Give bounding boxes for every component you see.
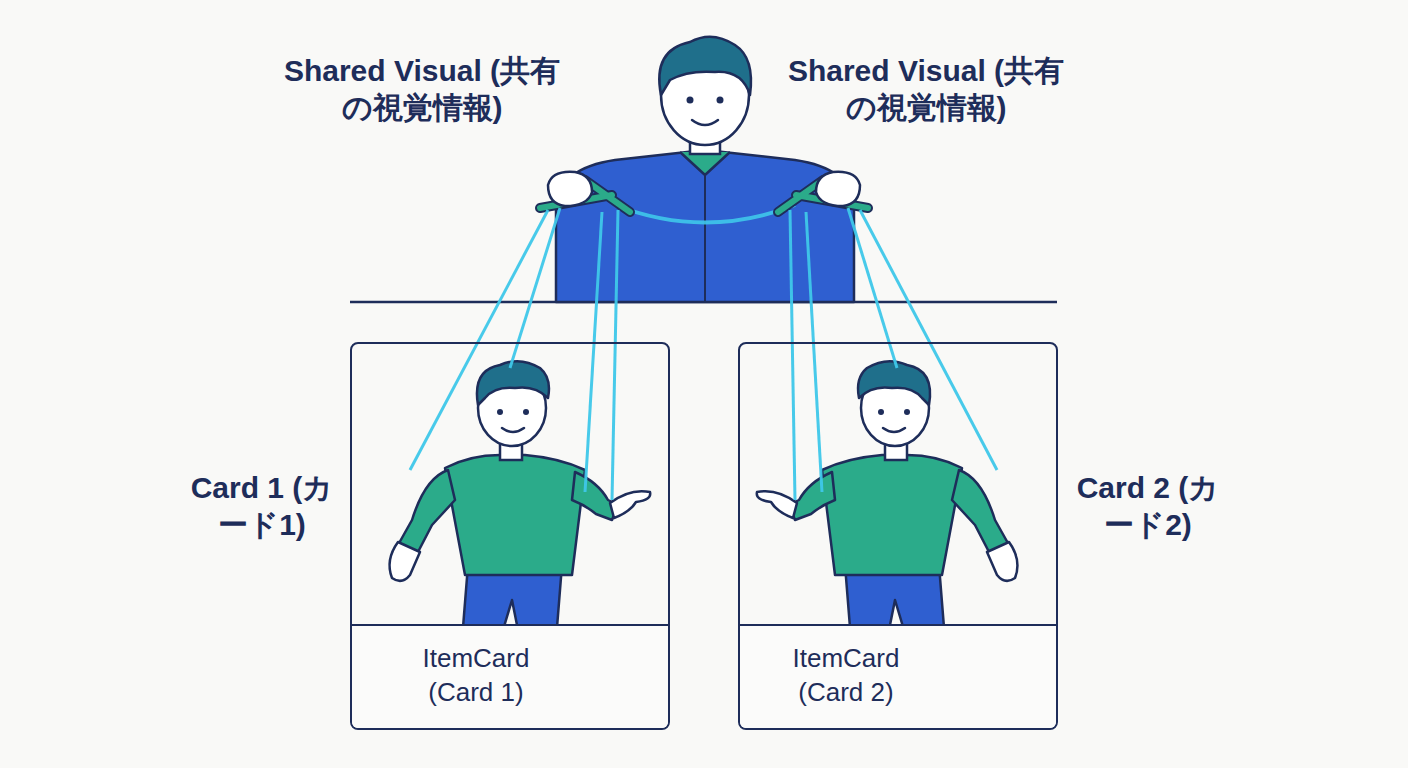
card-label: Card 1 (カード1) xyxy=(182,470,342,543)
card-label: Card 2 (カード2) xyxy=(1068,470,1228,543)
card-name: ItemCard (Card 1) xyxy=(406,642,546,710)
item-card: ItemCard (Card 1) xyxy=(350,342,670,730)
shared-visual-label: Shared Visual (共有の視覚情報) xyxy=(776,53,1076,126)
card-name: ItemCard (Card 2) xyxy=(776,642,916,710)
item-card: ItemCard (Card 2) xyxy=(738,342,1058,730)
shared-visual-label: Shared Visual (共有の視覚情報) xyxy=(272,53,572,126)
card-footer: ItemCard (Card 2) xyxy=(740,624,1056,728)
card-footer: ItemCard (Card 1) xyxy=(352,624,668,728)
